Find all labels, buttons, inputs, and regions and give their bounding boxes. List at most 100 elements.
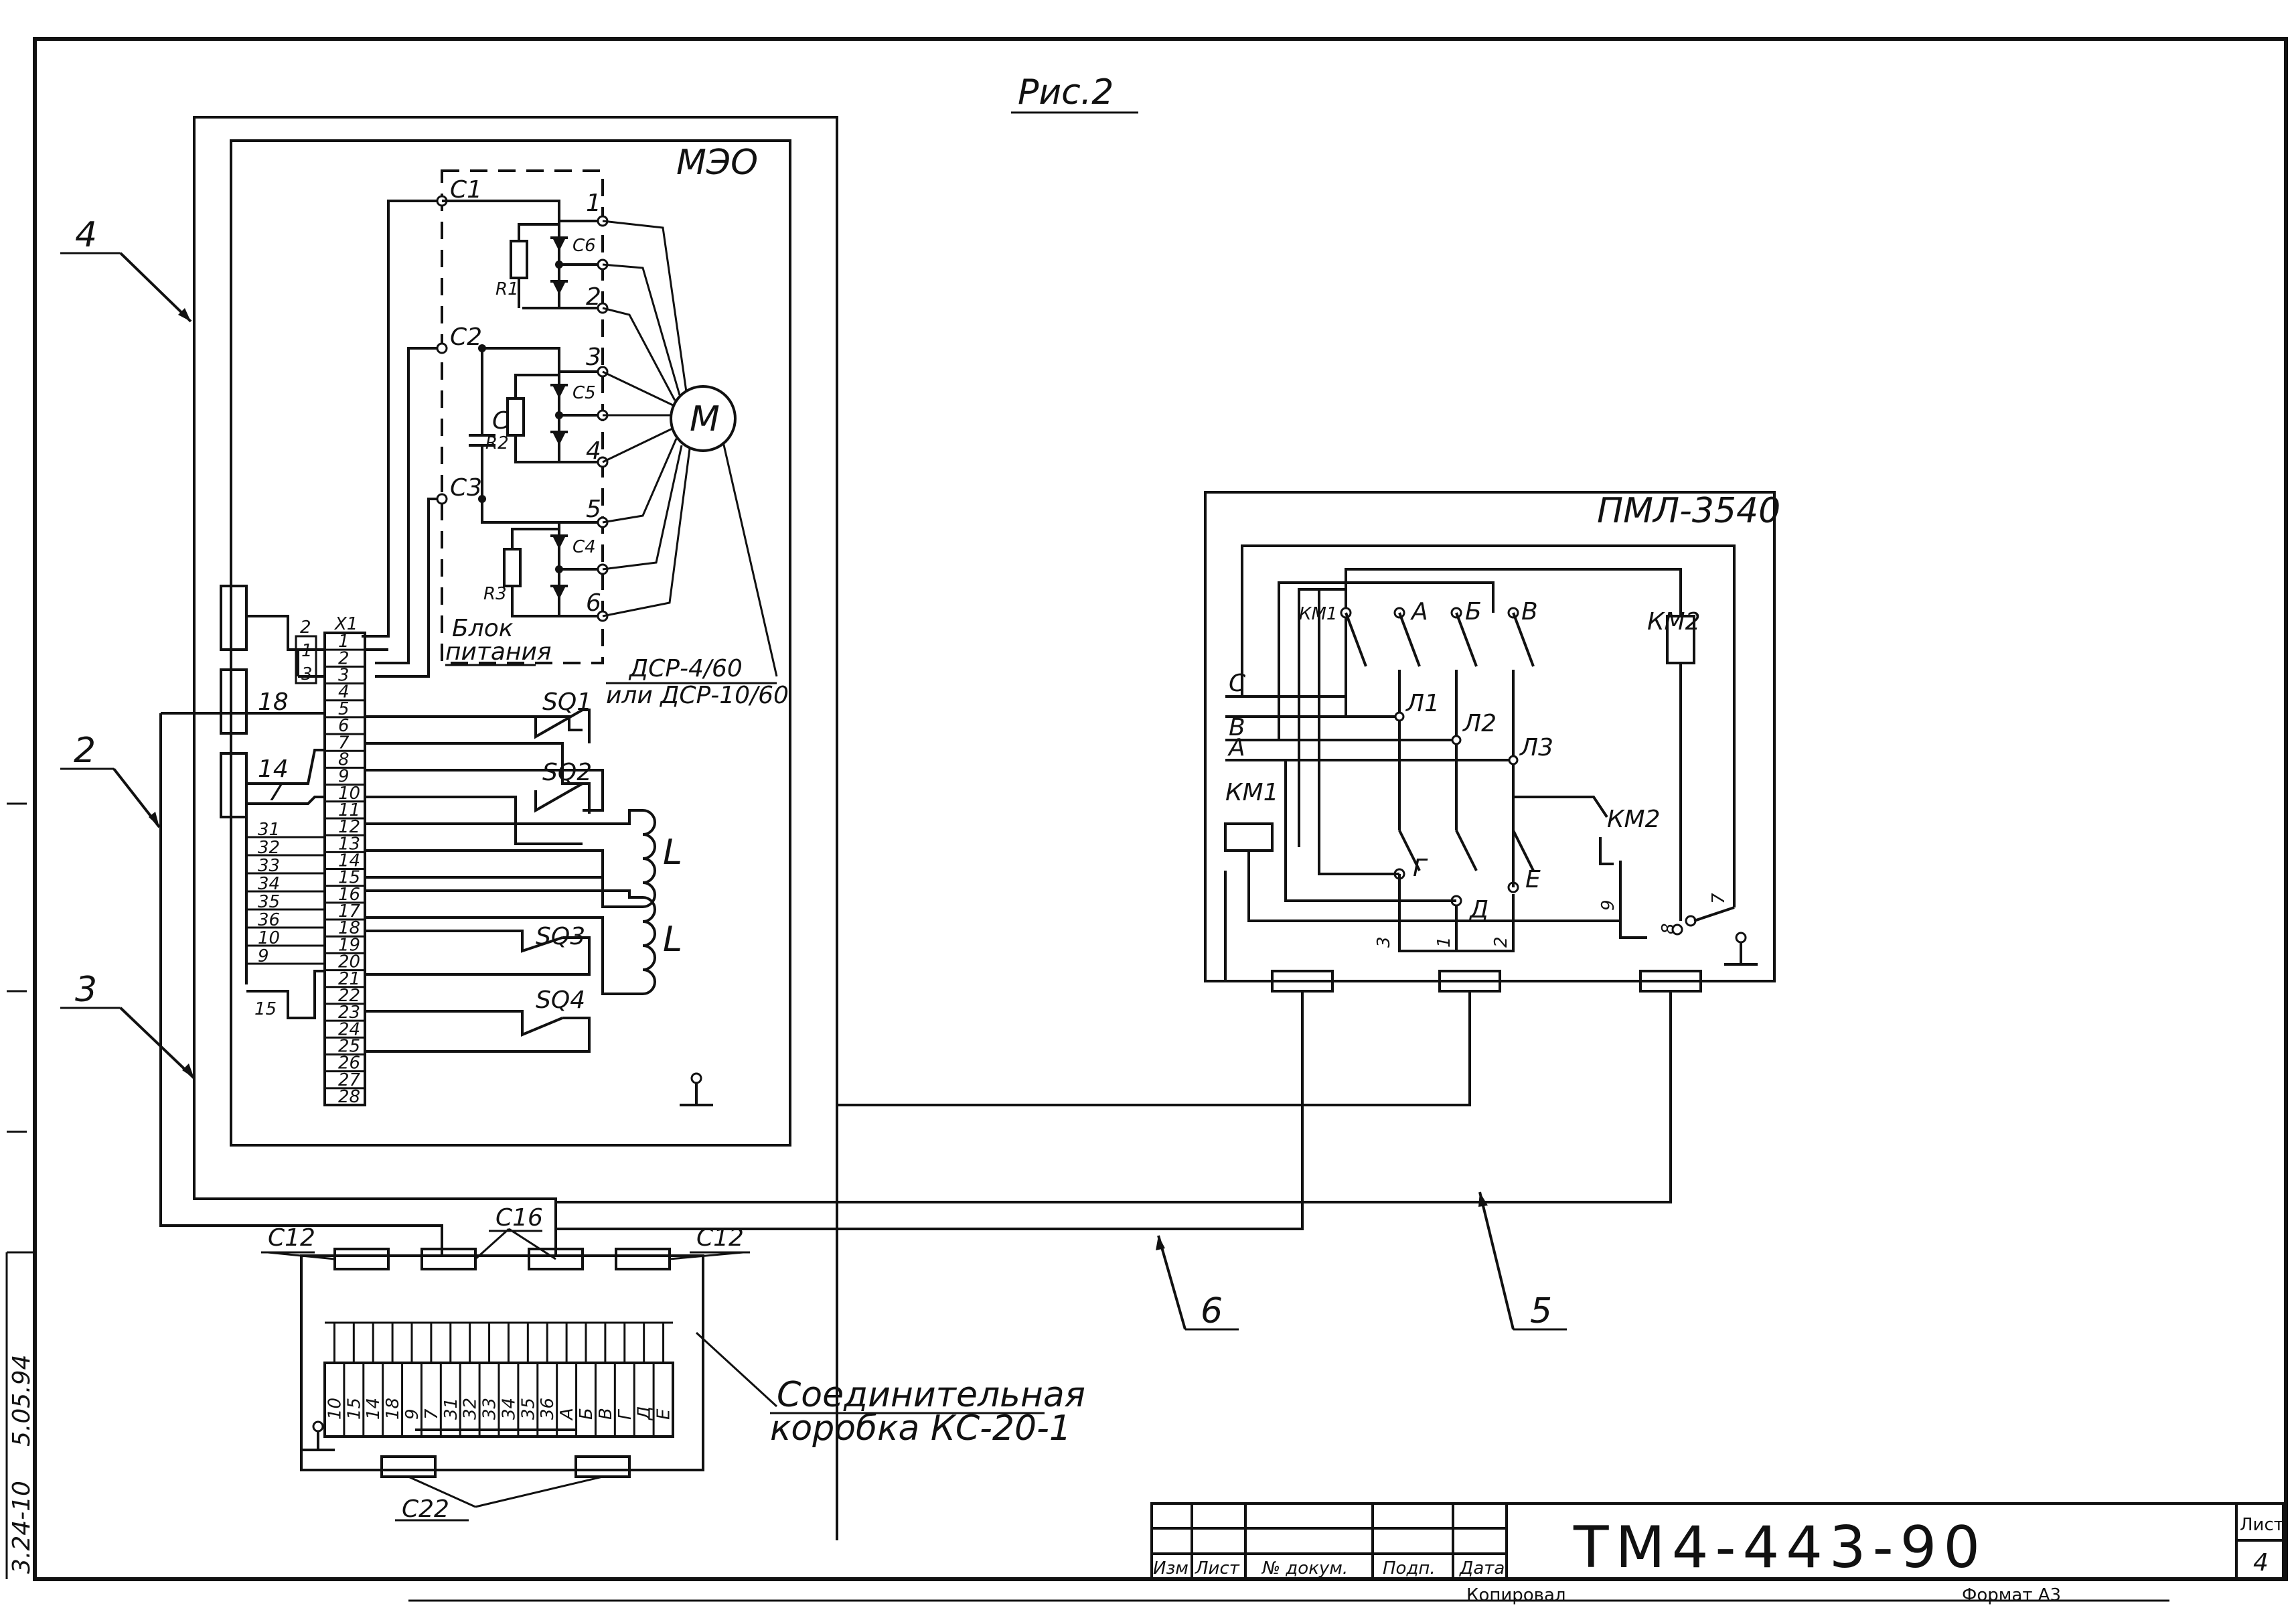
stamp-col-list: Лист xyxy=(1195,1558,1240,1579)
stamp-sheet-number: 4 xyxy=(2253,1549,2269,1576)
motor-label: M xyxy=(690,399,720,439)
stamp-col-date: Дата xyxy=(1459,1558,1505,1579)
jb-terminal-label: В xyxy=(596,1408,616,1420)
jb-terminal-label: А xyxy=(557,1408,577,1421)
junction-box-line1: Соединительная xyxy=(777,1375,1085,1415)
jb-terminal-label: 14 xyxy=(364,1398,384,1420)
jb-terminal-label: 18 xyxy=(383,1398,403,1420)
x1-terminal: 16 xyxy=(338,885,360,905)
node-g: Г xyxy=(1413,855,1428,882)
bundle-wire-label: 36 xyxy=(258,910,280,930)
gland-c12-left: С12 xyxy=(268,1224,315,1252)
wire-15: 15 xyxy=(254,999,277,1019)
pml-contact-v: В xyxy=(1521,598,1538,626)
motor-leads xyxy=(602,220,778,677)
tap-4: 4 xyxy=(586,437,601,465)
gland-c12-right: С12 xyxy=(696,1224,744,1252)
stamp-copied: Копировал xyxy=(1466,1585,1566,1605)
rc-cell-1: R1 C6 xyxy=(442,200,603,309)
lamp-l1: Л1 xyxy=(1405,690,1440,717)
x1-terminal: 27 xyxy=(338,1070,361,1090)
cable-6: 6 xyxy=(1201,1291,1223,1331)
x1-terminal: 10 xyxy=(338,784,360,804)
side-strip-date: 5.05.94 xyxy=(8,1355,35,1447)
tap-2: 2 xyxy=(586,283,601,311)
rc-cell-2: R2 C5 xyxy=(482,347,603,463)
motor-symbol xyxy=(670,385,737,452)
rc-cell-3: R3 C4 xyxy=(481,499,603,617)
x1-terminal: 22 xyxy=(338,986,360,1006)
coil-l2-label: L xyxy=(663,920,682,960)
ground-symbol-mzo xyxy=(680,1072,713,1106)
stamp-sheet-label: Лист xyxy=(2240,1515,2284,1535)
c5-label: C5 xyxy=(572,383,596,403)
tap-5: 5 xyxy=(586,496,601,523)
side-strip: 3.24-10 5.05.94 xyxy=(5,1251,35,1579)
cable-3: 3 xyxy=(75,970,97,1010)
lamp-l2: Л2 xyxy=(1462,710,1497,737)
sq-switches: SQ1 SQ2 SQ3 SQ4 xyxy=(365,688,592,1053)
top-pair-2: 2 xyxy=(300,617,311,638)
stamp-format: Формат А3 xyxy=(1962,1585,2061,1605)
bundle-wire-label: 10 xyxy=(258,928,280,948)
bundle-wire-label: 34 xyxy=(258,874,280,894)
junction-box: С12 С16 С12 С22 1015141897313233343536АБ… xyxy=(261,1204,1085,1523)
bottom-num-3: 3 xyxy=(1374,936,1394,948)
x1-terminal: 9 xyxy=(338,767,350,787)
r2-label: R2 xyxy=(485,433,509,453)
gland-c22: С22 xyxy=(402,1495,449,1523)
x1-terminal: 6 xyxy=(338,716,350,736)
wire-7: 7 xyxy=(268,779,283,806)
pml-contact-a: А xyxy=(1410,598,1428,626)
bottom-num-9: 9 xyxy=(1598,899,1618,911)
stamp-col-sign: Подп. xyxy=(1383,1558,1436,1579)
phase-a: А xyxy=(1227,734,1245,761)
r1-label: R1 xyxy=(495,279,519,299)
jb-terminal-label: Г xyxy=(615,1408,635,1420)
coil-l1-label: L xyxy=(663,832,682,873)
pml-contact-b: Б xyxy=(1465,598,1482,626)
x1-terminal: 26 xyxy=(338,1053,360,1074)
jb-terminal-label: 10 xyxy=(325,1398,345,1420)
tap-3: 3 xyxy=(586,344,601,371)
jb-terminal-label: 15 xyxy=(344,1398,364,1420)
x1-terminal: 4 xyxy=(338,682,350,703)
power-block-line1: Блок xyxy=(452,615,514,642)
x1-terminal: 21 xyxy=(338,969,360,989)
wire-18: 18 xyxy=(258,688,289,716)
c6-label: C6 xyxy=(572,236,596,256)
gland-c16: С16 xyxy=(495,1204,543,1232)
mzo-block: МЭО C1 C2 C3 C xyxy=(193,116,838,1540)
cable-5: 5 xyxy=(1530,1291,1552,1331)
x1-terminal: 25 xyxy=(338,1036,360,1056)
lamp-l3: Л3 xyxy=(1519,734,1553,761)
x1-terminal: 2 xyxy=(338,648,350,668)
jb-terminal-label: 34 xyxy=(499,1398,519,1420)
cap-c1-label: C1 xyxy=(450,176,482,204)
figure-title: Рис.2 xyxy=(1018,72,1114,113)
x1-terminal: 15 xyxy=(338,868,360,888)
cable-2: 2 xyxy=(74,731,96,771)
x1-terminal: 12 xyxy=(338,817,360,837)
cable-4: 4 xyxy=(75,215,97,255)
x1-terminal: 14 xyxy=(338,851,360,871)
stamp-col-doc: № докум. xyxy=(1261,1558,1348,1579)
r3-label: R3 xyxy=(483,584,507,604)
tap-6: 6 xyxy=(586,589,601,617)
x1-label: X1 xyxy=(333,614,358,634)
x1-terminal: 1 xyxy=(338,632,350,652)
bundle-wire-label: 32 xyxy=(258,838,280,858)
x1-terminal: 23 xyxy=(338,1003,360,1023)
phase-b: В xyxy=(1229,714,1245,741)
node-d: Д xyxy=(1468,896,1488,924)
sq4-label: SQ4 xyxy=(536,986,585,1014)
mzo-label: МЭО xyxy=(676,143,758,183)
coil-l-2: L xyxy=(365,889,682,995)
node-e: Е xyxy=(1525,866,1541,893)
side-strip-code: 3.24-10 xyxy=(8,1481,35,1574)
x1-terminal: 18 xyxy=(338,918,360,938)
x1-terminal: 11 xyxy=(338,800,360,820)
jb-terminal-label: Б xyxy=(577,1408,597,1420)
jb-terminal-label: 7 xyxy=(422,1408,442,1420)
x1-terminal: 24 xyxy=(338,1019,360,1039)
